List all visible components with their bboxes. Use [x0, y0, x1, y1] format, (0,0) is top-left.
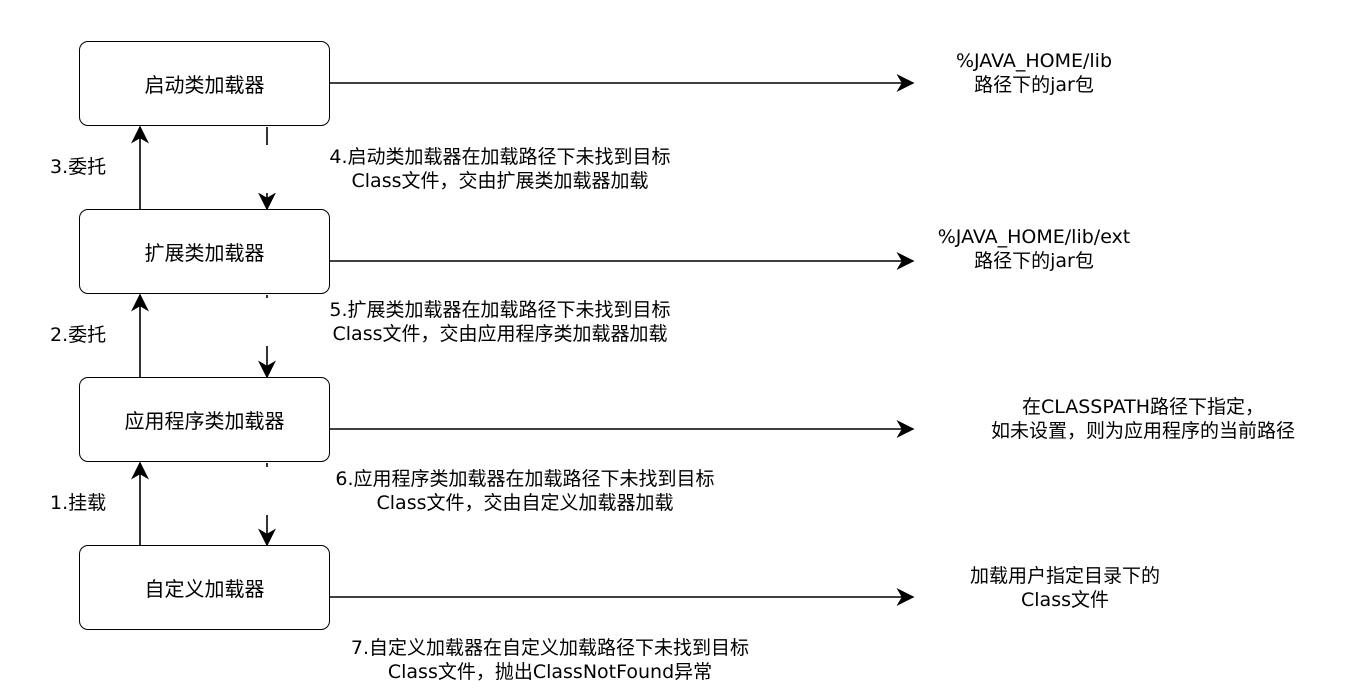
custom-loader-label: 自定义加载器	[144, 577, 265, 601]
extension-target: %JAVA_HOME/lib/ext 路径下的jar包	[929, 225, 1139, 273]
delegate-2-label: 2.委托	[50, 323, 107, 347]
application-target: 在CLASSPATH路径下指定， 如未设置，则为应用程序的当前路径	[920, 395, 1366, 443]
extension-loader-box: 扩展类加载器	[79, 209, 330, 294]
step-6-label: 6.应用程序类加载器在加载路径下未找到目标 Class文件，交由自定义加载器加载	[252, 467, 798, 515]
custom-target: 加载用户指定目录下的 Class文件	[930, 564, 1200, 612]
bootstrap-loader-box: 启动类加载器	[79, 41, 330, 126]
custom-loader-box: 自定义加载器	[79, 545, 330, 630]
mount-1-label: 1.挂载	[50, 491, 107, 515]
step-5-label: 5.扩展类加载器在加载路径下未找到目标 Class文件，交由应用程序类加载器加载	[252, 298, 748, 346]
bootstrap-target: %JAVA_HOME/lib 路径下的jar包	[934, 49, 1134, 97]
application-loader-label: 应用程序类加载器	[124, 409, 285, 433]
step-7-label: 7.自定义加载器在自定义加载路径下未找到目标 Class文件，抛出ClassNo…	[252, 636, 848, 684]
bootstrap-loader-label: 启动类加载器	[144, 73, 265, 97]
delegate-3-label: 3.委托	[50, 155, 107, 179]
step-4-label: 4.启动类加载器在加载路径下未找到目标 Class文件，交由扩展类加载器加载	[252, 145, 748, 193]
application-loader-box: 应用程序类加载器	[79, 377, 330, 462]
extension-loader-label: 扩展类加载器	[144, 241, 265, 265]
